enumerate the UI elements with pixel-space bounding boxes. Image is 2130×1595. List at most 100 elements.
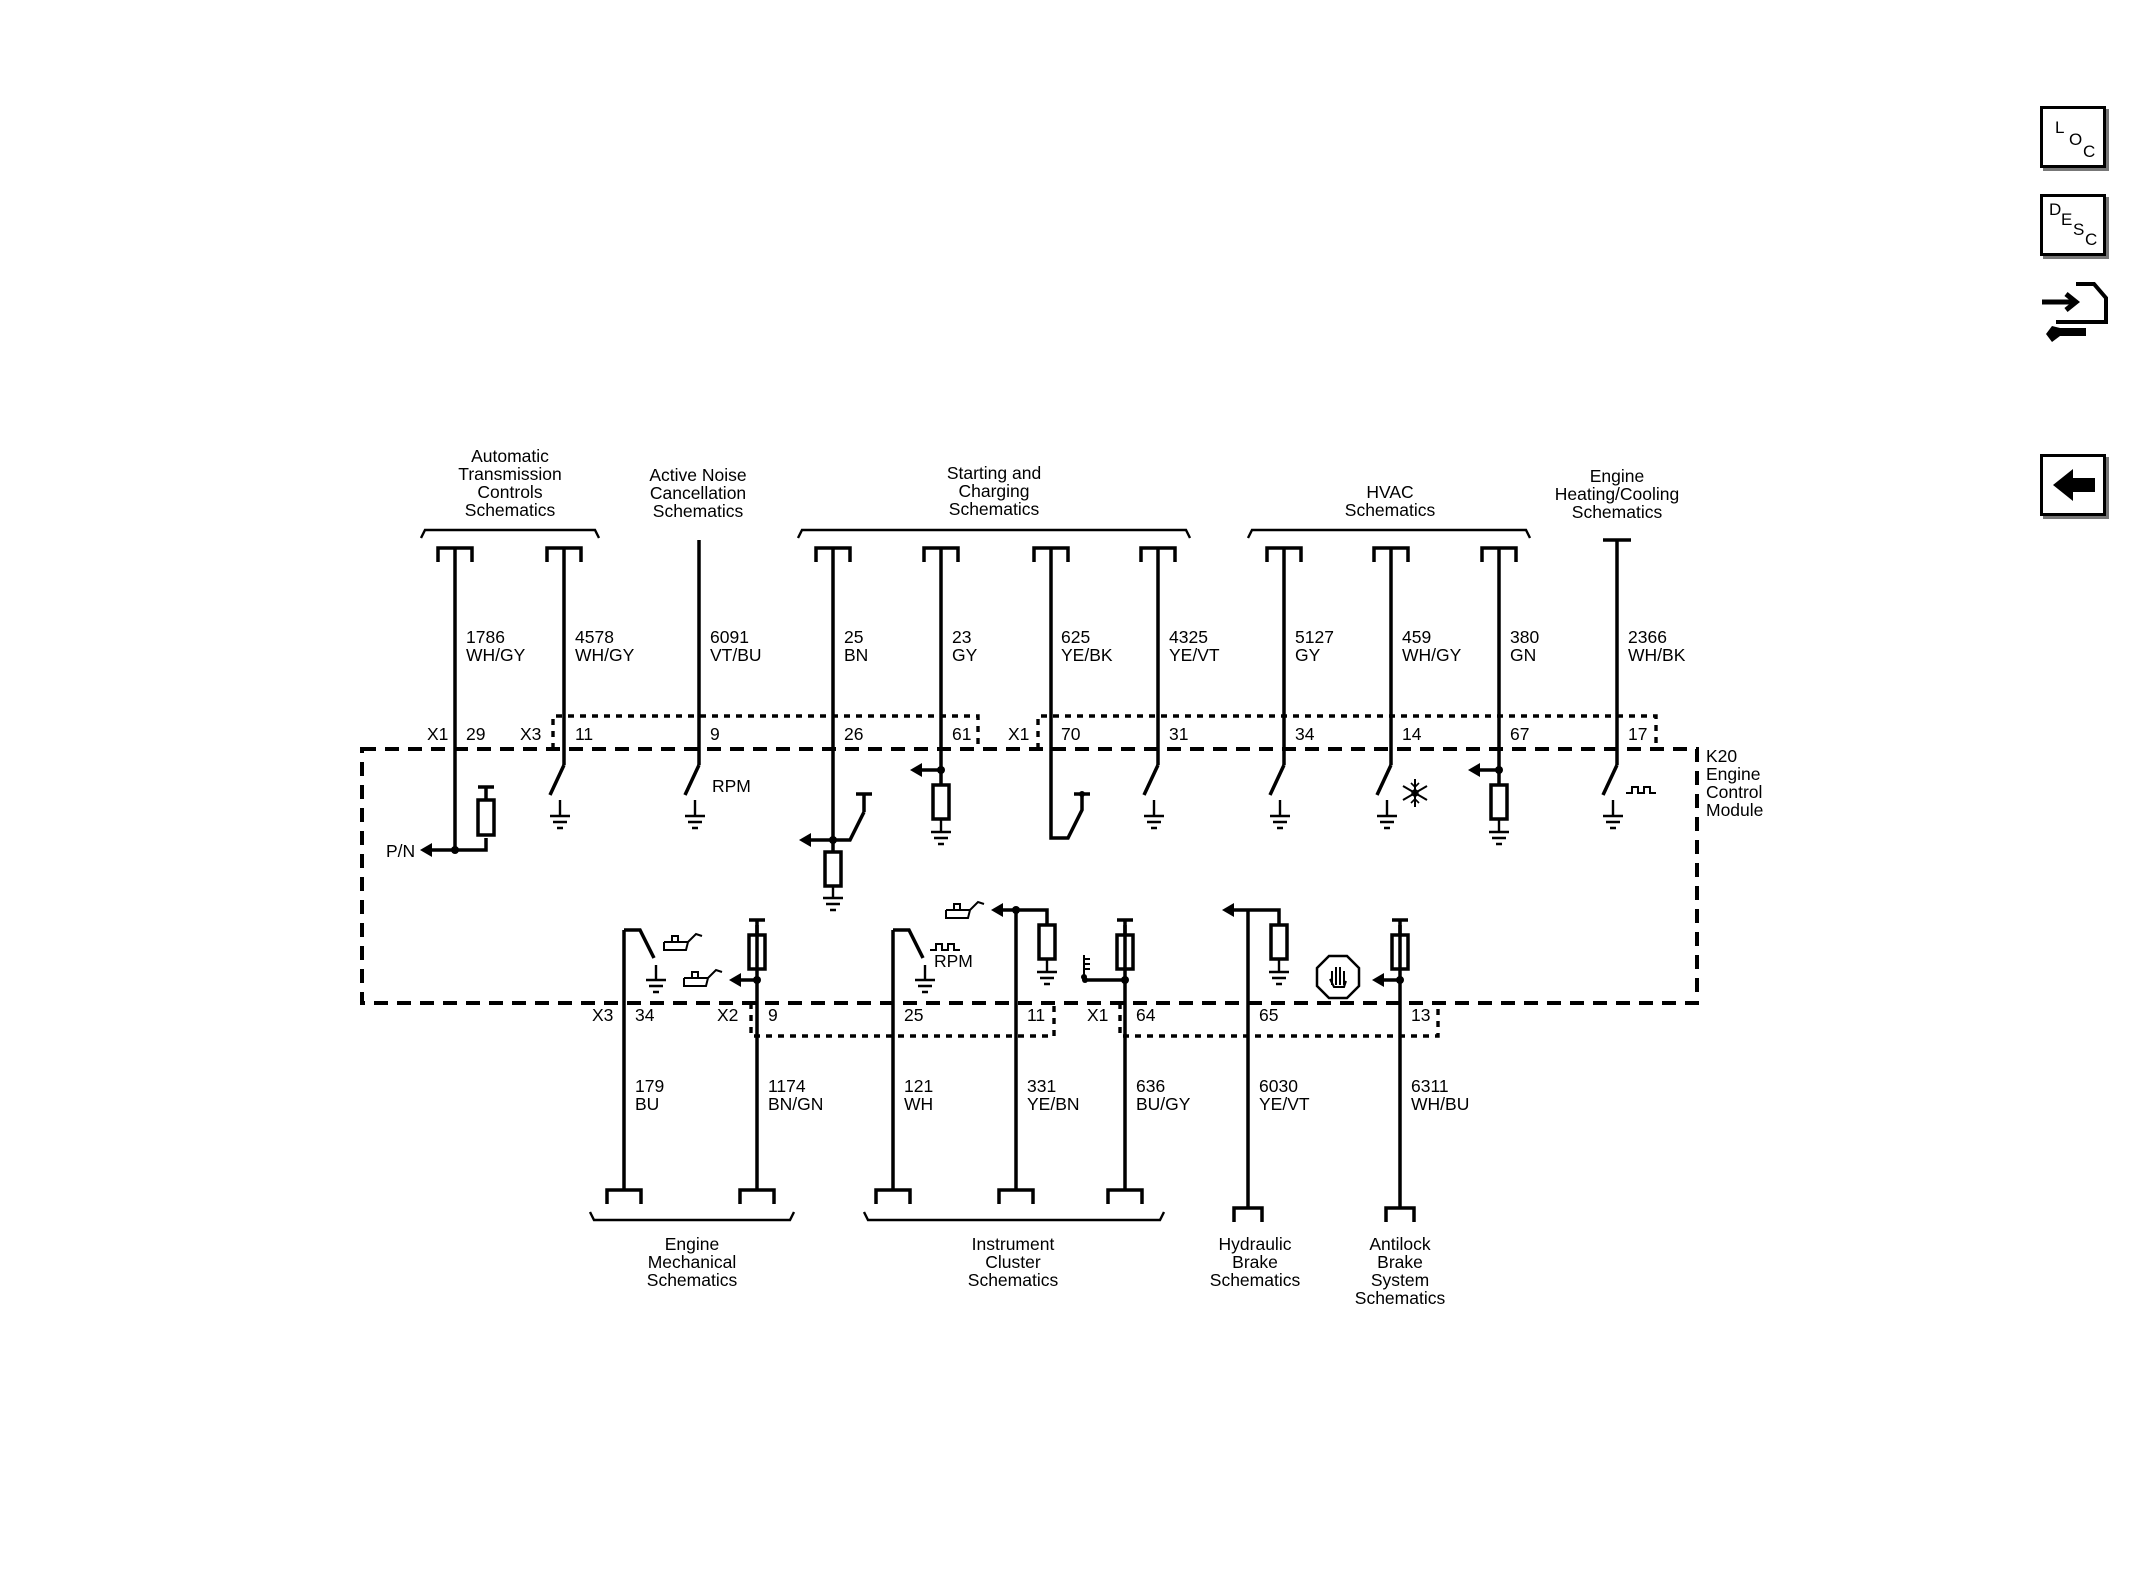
switch-ground-14 (1375, 764, 1397, 830)
connector-x3-housing (551, 714, 980, 749)
svg-text:Schematics: Schematics (465, 500, 556, 520)
left-arrow-icon (2053, 469, 2095, 501)
svg-text:GY: GY (1295, 645, 1321, 665)
svg-text:29: 29 (466, 724, 485, 744)
switch-ground-17 (1601, 764, 1623, 830)
svg-text:Schematics: Schematics (968, 1270, 1059, 1290)
svg-text:Antilock: Antilock (1369, 1234, 1431, 1254)
top-group-hvac: HVAC Schematics (1246, 482, 1532, 539)
top-wire-625: 625 YE/BK 70 (1032, 546, 1113, 795)
bottom-wire-179: 179 BU 34 (605, 928, 664, 1204)
svg-text:17: 17 (1628, 724, 1647, 744)
pulse-signal-icon-2 (930, 943, 960, 951)
top-wire-5127: 5127 GY 34 (1265, 546, 1334, 765)
svg-text:RPM: RPM (712, 776, 751, 796)
bottom-group-engine-mechanical: Engine Mechanical Schematics (588, 1211, 796, 1290)
svg-text:6091: 6091 (710, 627, 749, 647)
svg-text:WH/BU: WH/BU (1411, 1094, 1469, 1114)
connector-x1-label: X1 (427, 724, 448, 744)
svg-text:121: 121 (904, 1076, 933, 1096)
svg-text:WH: WH (904, 1094, 933, 1114)
svg-text:14: 14 (1402, 724, 1422, 744)
svg-text:34: 34 (635, 1005, 655, 1025)
svg-text:HVAC: HVAC (1366, 482, 1413, 502)
svg-text:6030: 6030 (1259, 1076, 1298, 1096)
brake-hand-icon (1315, 954, 1361, 1000)
svg-text:VT/BU: VT/BU (710, 645, 762, 665)
svg-text:636: 636 (1136, 1076, 1165, 1096)
svg-text:YE/VT: YE/VT (1259, 1094, 1310, 1114)
top-wire-4578: 4578 WH/GY 11 (545, 546, 635, 765)
switch-ground-11 (548, 764, 570, 830)
top-wire-2366: 2366 WH/BK 17 (1603, 538, 1686, 765)
switch-ground-34 (1268, 764, 1290, 830)
ground-34-bottom (646, 965, 666, 994)
svg-text:Cluster: Cluster (985, 1252, 1041, 1272)
svg-text:Hydraulic: Hydraulic (1219, 1234, 1292, 1254)
bottom-group-instrument-cluster: Instrument Cluster Schematics (862, 1211, 1166, 1290)
oil-can-icon-3 (945, 900, 985, 919)
svg-text:25: 25 (844, 627, 863, 647)
top-group-starting-charging: Starting and Charging Schematics (796, 463, 1192, 539)
svg-text:23: 23 (952, 627, 971, 647)
svg-text:Schematics: Schematics (1210, 1270, 1301, 1290)
svg-text:Schematics: Schematics (647, 1270, 738, 1290)
top-wire-6091: 6091 VT/BU 9 (697, 540, 762, 765)
module-label-4: Module (1706, 800, 1763, 820)
svg-text:4325: 4325 (1169, 627, 1208, 647)
svg-text:Active Noise: Active Noise (649, 465, 746, 485)
svg-text:RPM: RPM (934, 951, 973, 971)
svg-text:Schematics: Schematics (1355, 1288, 1446, 1308)
svg-text:64: 64 (1136, 1005, 1156, 1025)
back-button[interactable] (2040, 454, 2106, 516)
svg-text:BU/GY: BU/GY (1136, 1094, 1191, 1114)
svg-text:Cancellation: Cancellation (650, 483, 746, 503)
temperature-icon (1081, 955, 1090, 980)
svg-text:BN/GN: BN/GN (768, 1094, 823, 1114)
svg-text:34: 34 (1295, 724, 1315, 744)
svg-text:Schematics: Schematics (653, 501, 744, 521)
svg-text:9: 9 (710, 724, 720, 744)
module-label-2: Engine (1706, 764, 1761, 784)
top-group-anc: Active Noise Cancellation Schematics (649, 465, 746, 521)
svg-text:Transmission: Transmission (458, 464, 561, 484)
svg-text:5127: 5127 (1295, 627, 1334, 647)
connector-x1-bottom-label: X1 (1087, 1005, 1108, 1025)
loc-button[interactable]: L O C (2040, 106, 2106, 168)
svg-text:GN: GN (1510, 645, 1536, 665)
svg-text:331: 331 (1027, 1076, 1056, 1096)
top-wire-4325: 4325 YE/VT 31 (1139, 546, 1220, 765)
svg-text:67: 67 (1510, 724, 1529, 744)
bottom-wire-6030: 6030 YE/VT 65 (1222, 903, 1310, 1222)
top-wire-23: 23 GY 61 (922, 546, 978, 785)
connector-x3-label: X3 (520, 724, 541, 744)
circuit-67 (1468, 763, 1509, 846)
k20-module-boundary (360, 747, 1699, 1005)
svg-text:BU: BU (635, 1094, 659, 1114)
bottom-group-hydraulic-brake: Hydraulic Brake Schematics (1210, 1234, 1301, 1290)
svg-text:1786: 1786 (466, 627, 505, 647)
svg-text:61: 61 (952, 724, 971, 744)
desc-button[interactable]: D E S C (2040, 194, 2106, 256)
svg-text:P/N: P/N (386, 841, 415, 861)
connector-x1-housing (1036, 714, 1658, 749)
rpm-switch-9: RPM (683, 764, 751, 830)
svg-text:11: 11 (575, 724, 593, 744)
bottom-wire-121: 121 WH 25 RPM (874, 928, 973, 1204)
connector-wrench-icon[interactable] (2036, 276, 2112, 352)
svg-text:YE/VT: YE/VT (1169, 645, 1220, 665)
svg-text:4578: 4578 (575, 627, 614, 647)
svg-text:26: 26 (844, 724, 863, 744)
svg-text:Engine: Engine (665, 1234, 720, 1254)
svg-text:Charging: Charging (958, 481, 1029, 501)
svg-text:179: 179 (635, 1076, 664, 1096)
bottom-wire-1174: 1174 BN/GN 9 (729, 918, 823, 1204)
pn-input-circuit: P/N (386, 785, 496, 861)
svg-text:6311: 6311 (1411, 1076, 1449, 1096)
circuit-26 (799, 792, 872, 912)
svg-text:WH/GY: WH/GY (466, 645, 526, 665)
svg-text:2366: 2366 (1628, 627, 1667, 647)
top-wire-25: 25 BN 26 (814, 546, 868, 840)
top-wire-380: 380 GN 67 (1480, 546, 1539, 785)
